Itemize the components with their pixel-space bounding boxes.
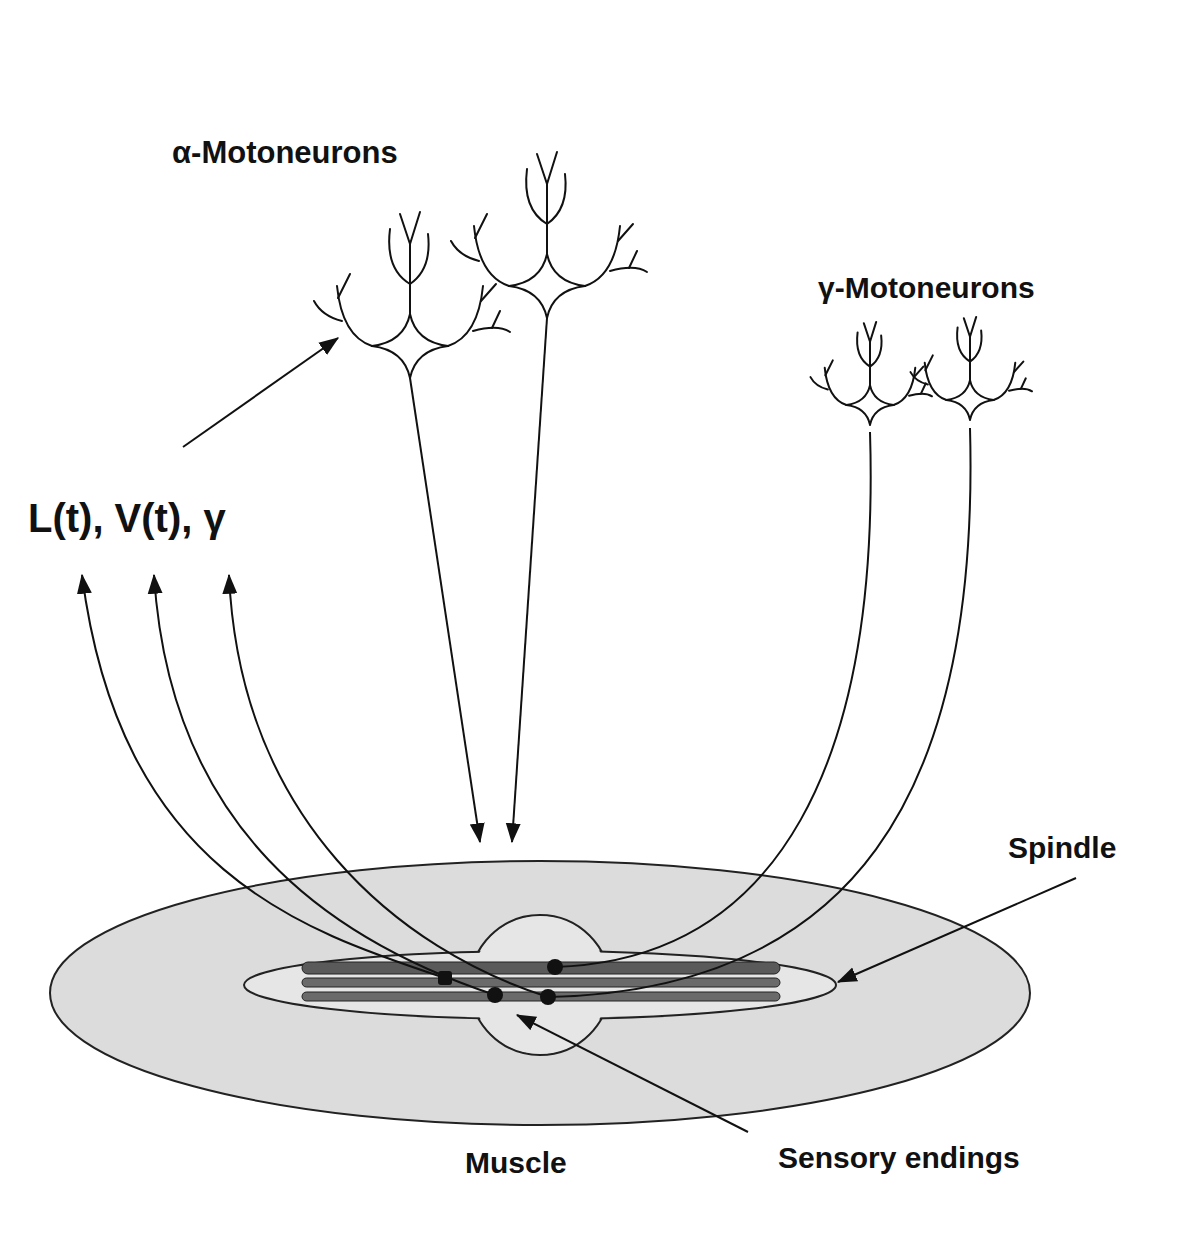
alpha-motoneuron-label: α-Motoneurons — [172, 136, 398, 170]
muscle-outline — [50, 861, 1030, 1125]
leader-lines — [183, 338, 1076, 1132]
neuron-stroke — [410, 212, 420, 244]
neuron-stroke — [448, 286, 483, 346]
neuron-stroke — [618, 224, 633, 241]
neuron-stroke — [825, 368, 847, 405]
neuron-stroke — [870, 405, 894, 425]
neuron-stroke — [914, 367, 923, 378]
neuron-stroke — [969, 337, 971, 380]
gamma-motoneuron-label: γ-Motoneurons — [818, 271, 1035, 304]
neuron-stroke — [509, 254, 547, 286]
neuron-stroke — [925, 363, 947, 400]
sensory-ending-dots — [438, 959, 563, 1005]
neuron-stroke — [451, 241, 479, 261]
neuron-stroke — [481, 284, 496, 301]
intrafusal-fiber — [302, 978, 780, 987]
neuron-stroke — [546, 184, 548, 254]
neuron-stroke — [870, 322, 876, 342]
neuron-stroke — [970, 331, 982, 362]
neuron-stroke — [869, 342, 871, 385]
neuron-stroke — [1014, 362, 1023, 373]
neuron-stroke — [547, 286, 585, 318]
neuron-stroke — [547, 174, 566, 224]
afferent-fibers — [82, 575, 548, 997]
neuron-stroke — [970, 380, 994, 400]
neuron-stroke — [921, 383, 926, 394]
neuron-stroke — [410, 314, 448, 346]
neuron-stroke — [846, 405, 870, 425]
neuron-stroke — [547, 254, 585, 286]
neuron-stroke — [810, 377, 827, 389]
neuron-stroke — [585, 226, 620, 286]
sensory-endings-label: Sensory endings — [778, 1141, 1020, 1174]
neuron-stroke — [372, 314, 410, 346]
neuron-stroke — [946, 380, 970, 400]
neuron-stroke — [825, 360, 832, 375]
alpha-axons — [410, 318, 547, 842]
gamma-axons — [548, 428, 971, 997]
neuron-stroke — [409, 244, 411, 314]
neuron-stroke — [537, 154, 547, 184]
neuron-stroke — [629, 251, 637, 268]
neuron-stroke — [946, 400, 970, 420]
neuron-stroke — [410, 346, 448, 378]
afferent-signal-label: L(t), V(t), γ — [28, 496, 226, 540]
neuron-stroke — [372, 346, 410, 378]
neuron-stroke — [964, 318, 970, 337]
spindle-label: Spindle — [1008, 831, 1116, 864]
neuron-stroke — [1021, 378, 1026, 389]
neuron-stroke — [492, 311, 500, 328]
neuron-stroke — [400, 214, 410, 244]
neuron-stroke — [547, 152, 557, 184]
neuron-stroke — [864, 323, 870, 342]
neuron-stroke — [910, 372, 927, 384]
neuron-stroke — [846, 385, 870, 405]
neuron-stroke — [994, 363, 1016, 400]
neuron-stroke — [338, 274, 350, 298]
intrafusal-fiber — [302, 962, 780, 974]
neuron-stroke — [410, 234, 429, 284]
neuron-stroke — [870, 385, 894, 405]
neuron-stroke — [970, 317, 976, 337]
neuron-stroke — [337, 286, 372, 346]
neuron-stroke — [870, 336, 882, 367]
neuron-stroke — [509, 286, 547, 318]
neuron-stroke — [314, 301, 342, 321]
neuron-stroke — [925, 355, 932, 370]
neuron-stroke — [970, 400, 994, 420]
neuron-stroke — [474, 226, 509, 286]
muscle-label: Muscle — [465, 1146, 567, 1179]
neuron-stroke — [475, 214, 487, 238]
